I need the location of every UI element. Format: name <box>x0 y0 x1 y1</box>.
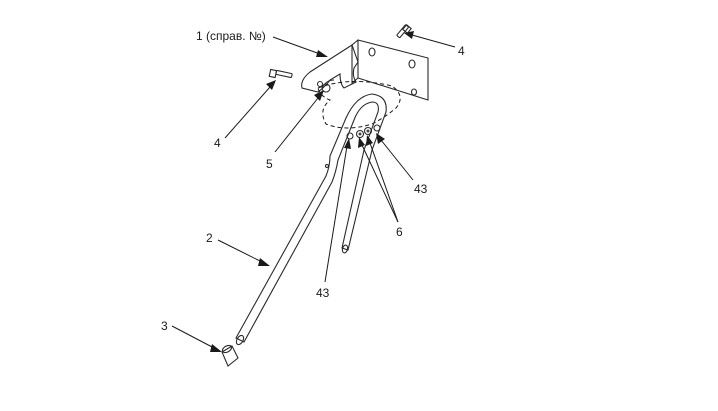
screw-left <box>268 68 293 79</box>
callout-43-lower: 43 <box>316 286 330 300</box>
callout-5: 5 <box>266 157 273 171</box>
leader-3 <box>171 325 222 352</box>
screw-right <box>396 23 413 39</box>
hardware-nuts <box>346 124 381 140</box>
handle-tube <box>235 93 387 346</box>
leader-1 <box>272 36 328 57</box>
leader-43-lower <box>324 138 351 283</box>
callout-43-upper: 43 <box>414 182 428 196</box>
end-cap-part <box>221 344 239 367</box>
callout-6: 6 <box>396 225 403 239</box>
callout-4-left: 4 <box>214 136 221 150</box>
leader-43-upper <box>376 133 414 181</box>
callout-4-right: 4 <box>458 44 465 58</box>
leader-4-right <box>404 31 456 48</box>
callout-1: 1 (справ. №) <box>196 29 266 43</box>
leader-4-left <box>224 80 276 139</box>
callout-2: 2 <box>206 231 213 245</box>
leader-6 <box>358 135 399 223</box>
bracket-part <box>301 39 429 101</box>
clamp-outline <box>317 80 401 129</box>
leader-5 <box>274 90 324 153</box>
washer-part <box>321 83 331 93</box>
callout-3: 3 <box>161 319 168 333</box>
leader-2 <box>217 239 270 266</box>
